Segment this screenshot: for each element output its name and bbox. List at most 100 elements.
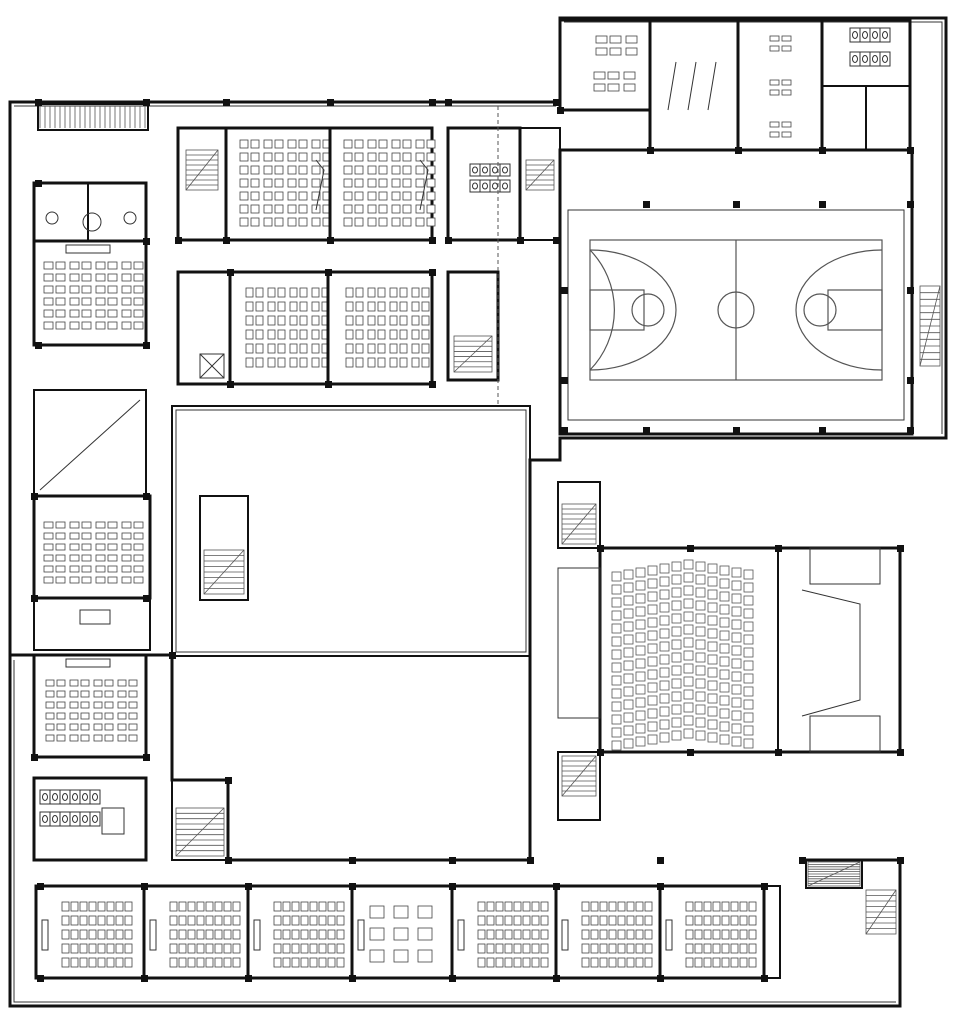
- desk: [223, 957, 232, 968]
- desk: [291, 901, 300, 912]
- desk: [421, 357, 430, 368]
- desk: [81, 321, 92, 330]
- desk: [311, 315, 320, 326]
- column: [349, 975, 356, 982]
- auditorium-seat: [707, 576, 718, 587]
- auditorium-seat: [743, 608, 754, 619]
- desk: [289, 287, 298, 298]
- auditorium-seat: [719, 578, 730, 589]
- desk: [635, 929, 644, 940]
- auditorium-seat: [683, 689, 694, 700]
- desk: [685, 943, 694, 954]
- auditorium-seat: [659, 628, 670, 639]
- auditorium-seat: [707, 602, 718, 613]
- desk: [250, 191, 260, 201]
- desk: [55, 543, 66, 551]
- auditorium-seat: [611, 701, 622, 712]
- desk: [128, 734, 138, 742]
- desk: [239, 178, 249, 188]
- desk: [721, 957, 730, 968]
- desk: [245, 301, 254, 312]
- desk: [712, 943, 721, 954]
- auditorium-seat: [635, 658, 646, 669]
- desk: [402, 152, 412, 162]
- stall: [79, 789, 91, 805]
- desk: [399, 301, 408, 312]
- auditorium-seat: [695, 678, 706, 689]
- desk: [97, 957, 106, 968]
- room-wall: [554, 884, 662, 980]
- column: [245, 975, 252, 982]
- desk: [245, 315, 254, 326]
- desk: [106, 915, 115, 926]
- auditorium-seat: [719, 669, 730, 680]
- column: [227, 269, 234, 276]
- desk: [721, 901, 730, 912]
- desk: [88, 957, 97, 968]
- toilet: [502, 166, 508, 174]
- desk: [299, 329, 308, 340]
- column: [647, 147, 654, 154]
- auditorium-seat: [611, 636, 622, 647]
- desk: [318, 901, 327, 912]
- desk: [121, 261, 132, 270]
- auditorium-seat: [695, 639, 706, 650]
- desk: [117, 679, 127, 687]
- desk: [355, 343, 364, 354]
- desk: [79, 929, 88, 940]
- auditorium-seat: [671, 730, 682, 741]
- desk: [117, 690, 127, 698]
- desk: [291, 943, 300, 954]
- desk: [69, 543, 80, 551]
- desk: [595, 47, 608, 56]
- desk: [282, 943, 291, 954]
- desk: [694, 915, 703, 926]
- desk: [133, 273, 144, 282]
- column: [429, 99, 436, 106]
- desk: [367, 315, 376, 326]
- desk: [769, 45, 780, 52]
- desk: [378, 204, 388, 214]
- desk: [617, 901, 626, 912]
- desk: [354, 217, 364, 227]
- toilet: [42, 793, 48, 801]
- toilet: [42, 815, 48, 823]
- auditorium-seat: [695, 574, 706, 585]
- auditorium-seat: [635, 697, 646, 708]
- desk: [730, 943, 739, 954]
- desk: [703, 915, 712, 926]
- column: [561, 427, 568, 434]
- column: [907, 147, 914, 154]
- column: [31, 595, 38, 602]
- desk: [415, 165, 425, 175]
- desk: [739, 901, 748, 912]
- column: [37, 883, 44, 890]
- desk: [513, 957, 522, 968]
- auditorium-seat: [719, 565, 730, 576]
- office-north-b: [176, 270, 232, 386]
- stall: [59, 811, 71, 827]
- auditorium-seat: [707, 706, 718, 717]
- desk: [81, 273, 92, 282]
- desk: [355, 357, 364, 368]
- auditorium-seat: [623, 595, 634, 606]
- stair-break: [919, 285, 941, 367]
- desk: [522, 943, 531, 954]
- toilet: [852, 55, 858, 63]
- auditorium-seat: [671, 613, 682, 624]
- desk: [282, 929, 291, 940]
- desk: [81, 285, 92, 294]
- auditorium-seat: [707, 667, 718, 678]
- desk: [239, 139, 249, 149]
- desk: [769, 89, 780, 96]
- desk: [590, 957, 599, 968]
- desk: [369, 949, 385, 963]
- whiteboard: [357, 919, 365, 951]
- desk: [309, 943, 318, 954]
- desk: [45, 679, 55, 687]
- desk: [421, 343, 430, 354]
- desk: [311, 191, 321, 201]
- column: [657, 883, 664, 890]
- auditorium-seat: [635, 645, 646, 656]
- desk: [214, 943, 223, 954]
